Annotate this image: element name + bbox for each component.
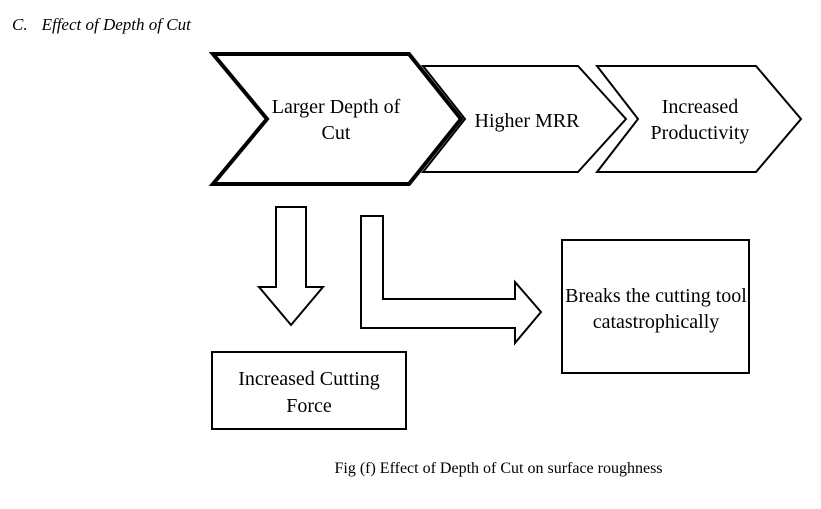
section-number: C.: [12, 15, 28, 34]
box-increased-cutting-force: Increased Cutting Force: [211, 351, 407, 430]
chevron-3-line-1: Increased: [662, 96, 739, 118]
box-force-line-2: Force: [286, 395, 332, 417]
box-tool-line-2: catastrophically: [593, 311, 720, 333]
bent-arrow-icon: [360, 215, 543, 346]
section-title: Effect of Depth of Cut: [41, 15, 191, 34]
chevron-larger-depth-of-cut: Larger Depth of Cut: [208, 52, 464, 186]
down-arrow-icon: [256, 206, 326, 327]
chevron-1-line-1: Larger Depth of: [272, 96, 401, 118]
chevron-2-line-1: Higher MRR: [475, 110, 581, 132]
box-force-line-1: Increased Cutting: [238, 368, 380, 390]
chevron-increased-productivity: Increased Productivity: [594, 65, 803, 173]
chevron-1-line-2: Cut: [322, 122, 351, 144]
chevron-3-line-2: Productivity: [651, 122, 750, 144]
box-breaks-cutting-tool: Breaks the cutting tool catastrophically: [561, 239, 750, 374]
section-heading: C. Effect of Depth of Cut: [12, 15, 191, 35]
box-tool-line-1: Breaks the cutting tool: [565, 285, 747, 307]
figure-caption: Fig (f) Effect of Depth of Cut on surfac…: [334, 460, 663, 477]
chevron-higher-mrr: Higher MRR: [420, 65, 628, 173]
